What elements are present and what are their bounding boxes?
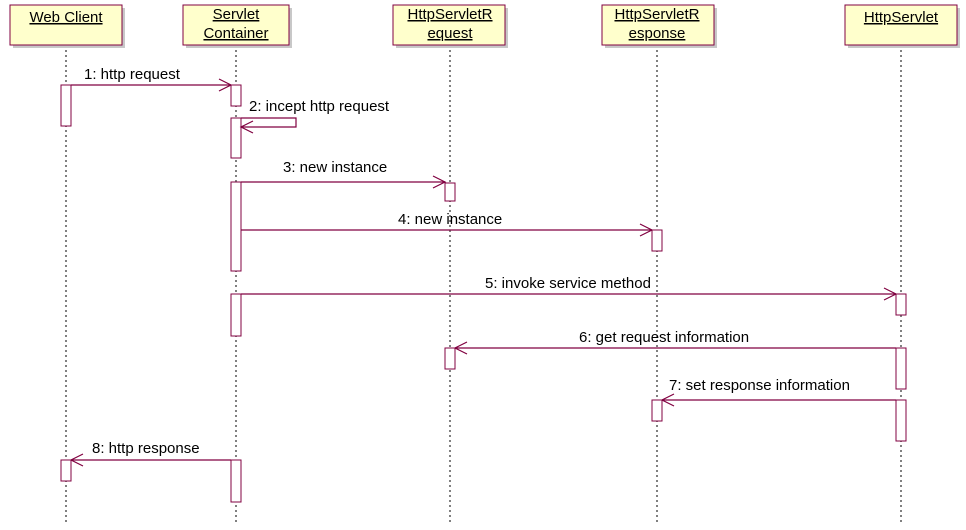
- http-servlet-participant[interactable]: HttpServlet: [844, 4, 960, 48]
- http-servlet-activation-8: [895, 293, 907, 316]
- msg-3-label: 3: new instance: [283, 159, 387, 176]
- msg-5-message: 5: invoke service method: [241, 275, 898, 301]
- http-servlet-response-participant[interactable]: HttpServletR esponse: [601, 4, 717, 48]
- msg-6-arrowhead: [453, 341, 468, 355]
- msg-6-label: 6: get request information: [579, 329, 749, 346]
- http-servlet-response-name-line-1: HttpServletR: [614, 6, 699, 23]
- msg-2-message: 2: incept http request: [239, 98, 390, 134]
- servlet-container-activation-3: [230, 117, 242, 159]
- servlet-container-activation-2: [230, 84, 242, 107]
- msg-2-line: [241, 117, 297, 128]
- msg-8-arrowhead: [69, 453, 84, 467]
- msg-6-message: 6: get request information: [453, 329, 896, 355]
- http-servlet-activation-10: [895, 347, 907, 390]
- http-servlet-request-box: [392, 4, 506, 46]
- servlet-container-box: [182, 4, 290, 46]
- http-servlet-request-name-line-1: HttpServletR: [407, 6, 492, 23]
- http-servlet-box: [844, 4, 958, 46]
- servlet-container-name-line-1: Servlet: [213, 6, 261, 23]
- msg-7-message: 7: set response information: [660, 377, 896, 407]
- http-servlet-request-activation-5: [444, 182, 456, 202]
- http-servlet-response-activation-11: [651, 399, 663, 422]
- web-client-box: [9, 4, 123, 46]
- http-servlet-response-activation-6: [651, 229, 663, 252]
- servlet-container-name-line-2: Container: [203, 25, 268, 42]
- servlet-container-activation-14: [230, 459, 242, 503]
- msg-4-label: 4: new instance: [398, 211, 502, 228]
- msg-8-label: 8: http response: [92, 440, 200, 457]
- msg-3-arrowhead: [432, 175, 447, 189]
- http-servlet-request-activation-9: [444, 347, 456, 370]
- msg-4-arrowhead: [639, 223, 654, 237]
- http-servlet-request-name-line-2: equest: [427, 25, 473, 42]
- msg-2-arrowhead: [239, 120, 254, 134]
- msg-3-message: 3: new instance: [241, 159, 447, 189]
- web-client-activation-13: [60, 459, 72, 482]
- http-servlet-response-name-line-2: esponse: [629, 25, 686, 42]
- web-client-activation-1: [60, 84, 72, 127]
- msg-7-arrowhead: [660, 393, 675, 407]
- servlet-container-activation-4: [230, 181, 242, 272]
- msg-5-arrowhead: [883, 287, 898, 301]
- http-servlet-activation-12: [895, 399, 907, 442]
- msg-8-message: 8: http response: [69, 440, 231, 467]
- servlet-container-activation-7: [230, 293, 242, 337]
- http-servlet-name-line-1: HttpServlet: [864, 9, 939, 26]
- msg-2-label: 2: incept http request: [249, 98, 390, 115]
- messages-layer: 1: http request 2: incept http request 3: …: [69, 66, 898, 467]
- msg-7-label: 7: set response information: [669, 377, 850, 394]
- msg-1-message: 1: http request: [71, 66, 233, 92]
- http-servlet-response-box: [601, 4, 715, 46]
- http-servlet-request-participant[interactable]: HttpServletR equest: [392, 4, 508, 48]
- web-client-participant[interactable]: Web Client: [9, 4, 125, 48]
- msg-5-label: 5: invoke service method: [485, 275, 651, 292]
- msg-4-message: 4: new instance: [241, 211, 654, 237]
- msg-1-label: 1: http request: [84, 66, 181, 83]
- activations-layer: [60, 84, 907, 503]
- web-client-name-line-1: Web Client: [29, 9, 103, 26]
- msg-1-arrowhead: [218, 78, 233, 92]
